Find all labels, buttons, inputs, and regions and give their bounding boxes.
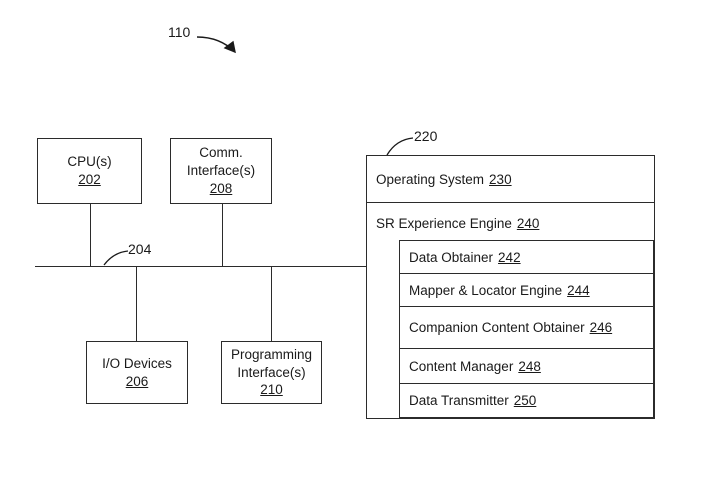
module-mapper-locator-engine-label: Mapper & Locator Engine bbox=[409, 282, 563, 298]
block-io-devices[interactable]: I/O Devices 206 bbox=[86, 341, 188, 404]
module-data-transmitter-ref: 250 bbox=[513, 393, 537, 408]
block-cpu[interactable]: CPU(s) 202 bbox=[37, 138, 142, 204]
module-companion-content-obtainer[interactable]: Companion Content Obtainer 246 bbox=[399, 306, 654, 348]
panel-row-sr-experience-engine[interactable]: SR Experience Engine 240 bbox=[367, 203, 654, 418]
bus-connector-cpu bbox=[90, 204, 91, 266]
module-mapper-locator-engine[interactable]: Mapper & Locator Engine 244 bbox=[399, 273, 654, 306]
module-companion-content-obtainer-label: Companion Content Obtainer bbox=[409, 320, 585, 335]
block-cpu-title: CPU(s) bbox=[67, 154, 112, 170]
block-programming-interfaces[interactable]: Programming Interface(s) 210 bbox=[221, 341, 322, 404]
block-comm-interfaces-title: Comm. bbox=[199, 145, 243, 161]
system-bus-line bbox=[35, 266, 367, 267]
bus-callout-204: 204 bbox=[128, 241, 152, 257]
module-data-obtainer-label: Data Obtainer bbox=[409, 249, 494, 265]
panel-row-sr-experience-engine-ref: 240 bbox=[516, 216, 540, 231]
module-data-obtainer-ref: 242 bbox=[498, 249, 521, 265]
block-io-devices-ref: 206 bbox=[125, 373, 149, 389]
module-data-obtainer[interactable]: Data Obtainer 242 bbox=[399, 240, 654, 273]
block-programming-interfaces-ref: 210 bbox=[260, 382, 283, 398]
module-companion-content-obtainer-ref: 246 bbox=[589, 320, 613, 335]
block-io-devices-title: I/O Devices bbox=[102, 355, 172, 371]
memory-panel: Operating System 230 SR Experience Engin… bbox=[366, 155, 655, 419]
panel-row-sr-experience-engine-label: SR Experience Engine bbox=[376, 216, 512, 231]
block-programming-interfaces-title: Programming bbox=[230, 346, 313, 362]
bus-callout-204-leader bbox=[103, 250, 129, 266]
module-content-manager-ref: 248 bbox=[518, 358, 541, 374]
panel-row-operating-system-label: Operating System bbox=[376, 171, 485, 187]
module-data-transmitter[interactable]: Data Transmitter 250 bbox=[399, 383, 654, 418]
panel-row-operating-system-ref: 230 bbox=[489, 171, 512, 187]
bus-connector-io-devices bbox=[136, 266, 137, 341]
block-comm-interfaces-title2: Interface(s) bbox=[186, 163, 256, 179]
block-comm-interfaces[interactable]: Comm. Interface(s) 208 bbox=[170, 138, 272, 204]
bus-connector-programming-interfaces bbox=[271, 266, 272, 341]
module-mapper-locator-engine-ref: 244 bbox=[567, 282, 590, 298]
panel-row-operating-system[interactable]: Operating System 230 bbox=[367, 156, 654, 203]
memory-callout-220-leader bbox=[386, 137, 414, 156]
module-data-transmitter-label: Data Transmitter bbox=[409, 393, 509, 408]
block-cpu-ref: 202 bbox=[78, 172, 101, 187]
figure-callout-110-arrow bbox=[196, 36, 236, 54]
memory-callout-220: 220 bbox=[414, 128, 438, 144]
figure-callout-110: 110 bbox=[168, 24, 191, 40]
block-programming-interfaces-title2: Interface(s) bbox=[237, 364, 306, 380]
module-content-manager-label: Content Manager bbox=[409, 358, 514, 374]
block-comm-interfaces-ref: 208 bbox=[209, 180, 233, 196]
module-content-manager[interactable]: Content Manager 248 bbox=[399, 348, 654, 383]
bus-connector-comm-interfaces bbox=[222, 204, 223, 266]
